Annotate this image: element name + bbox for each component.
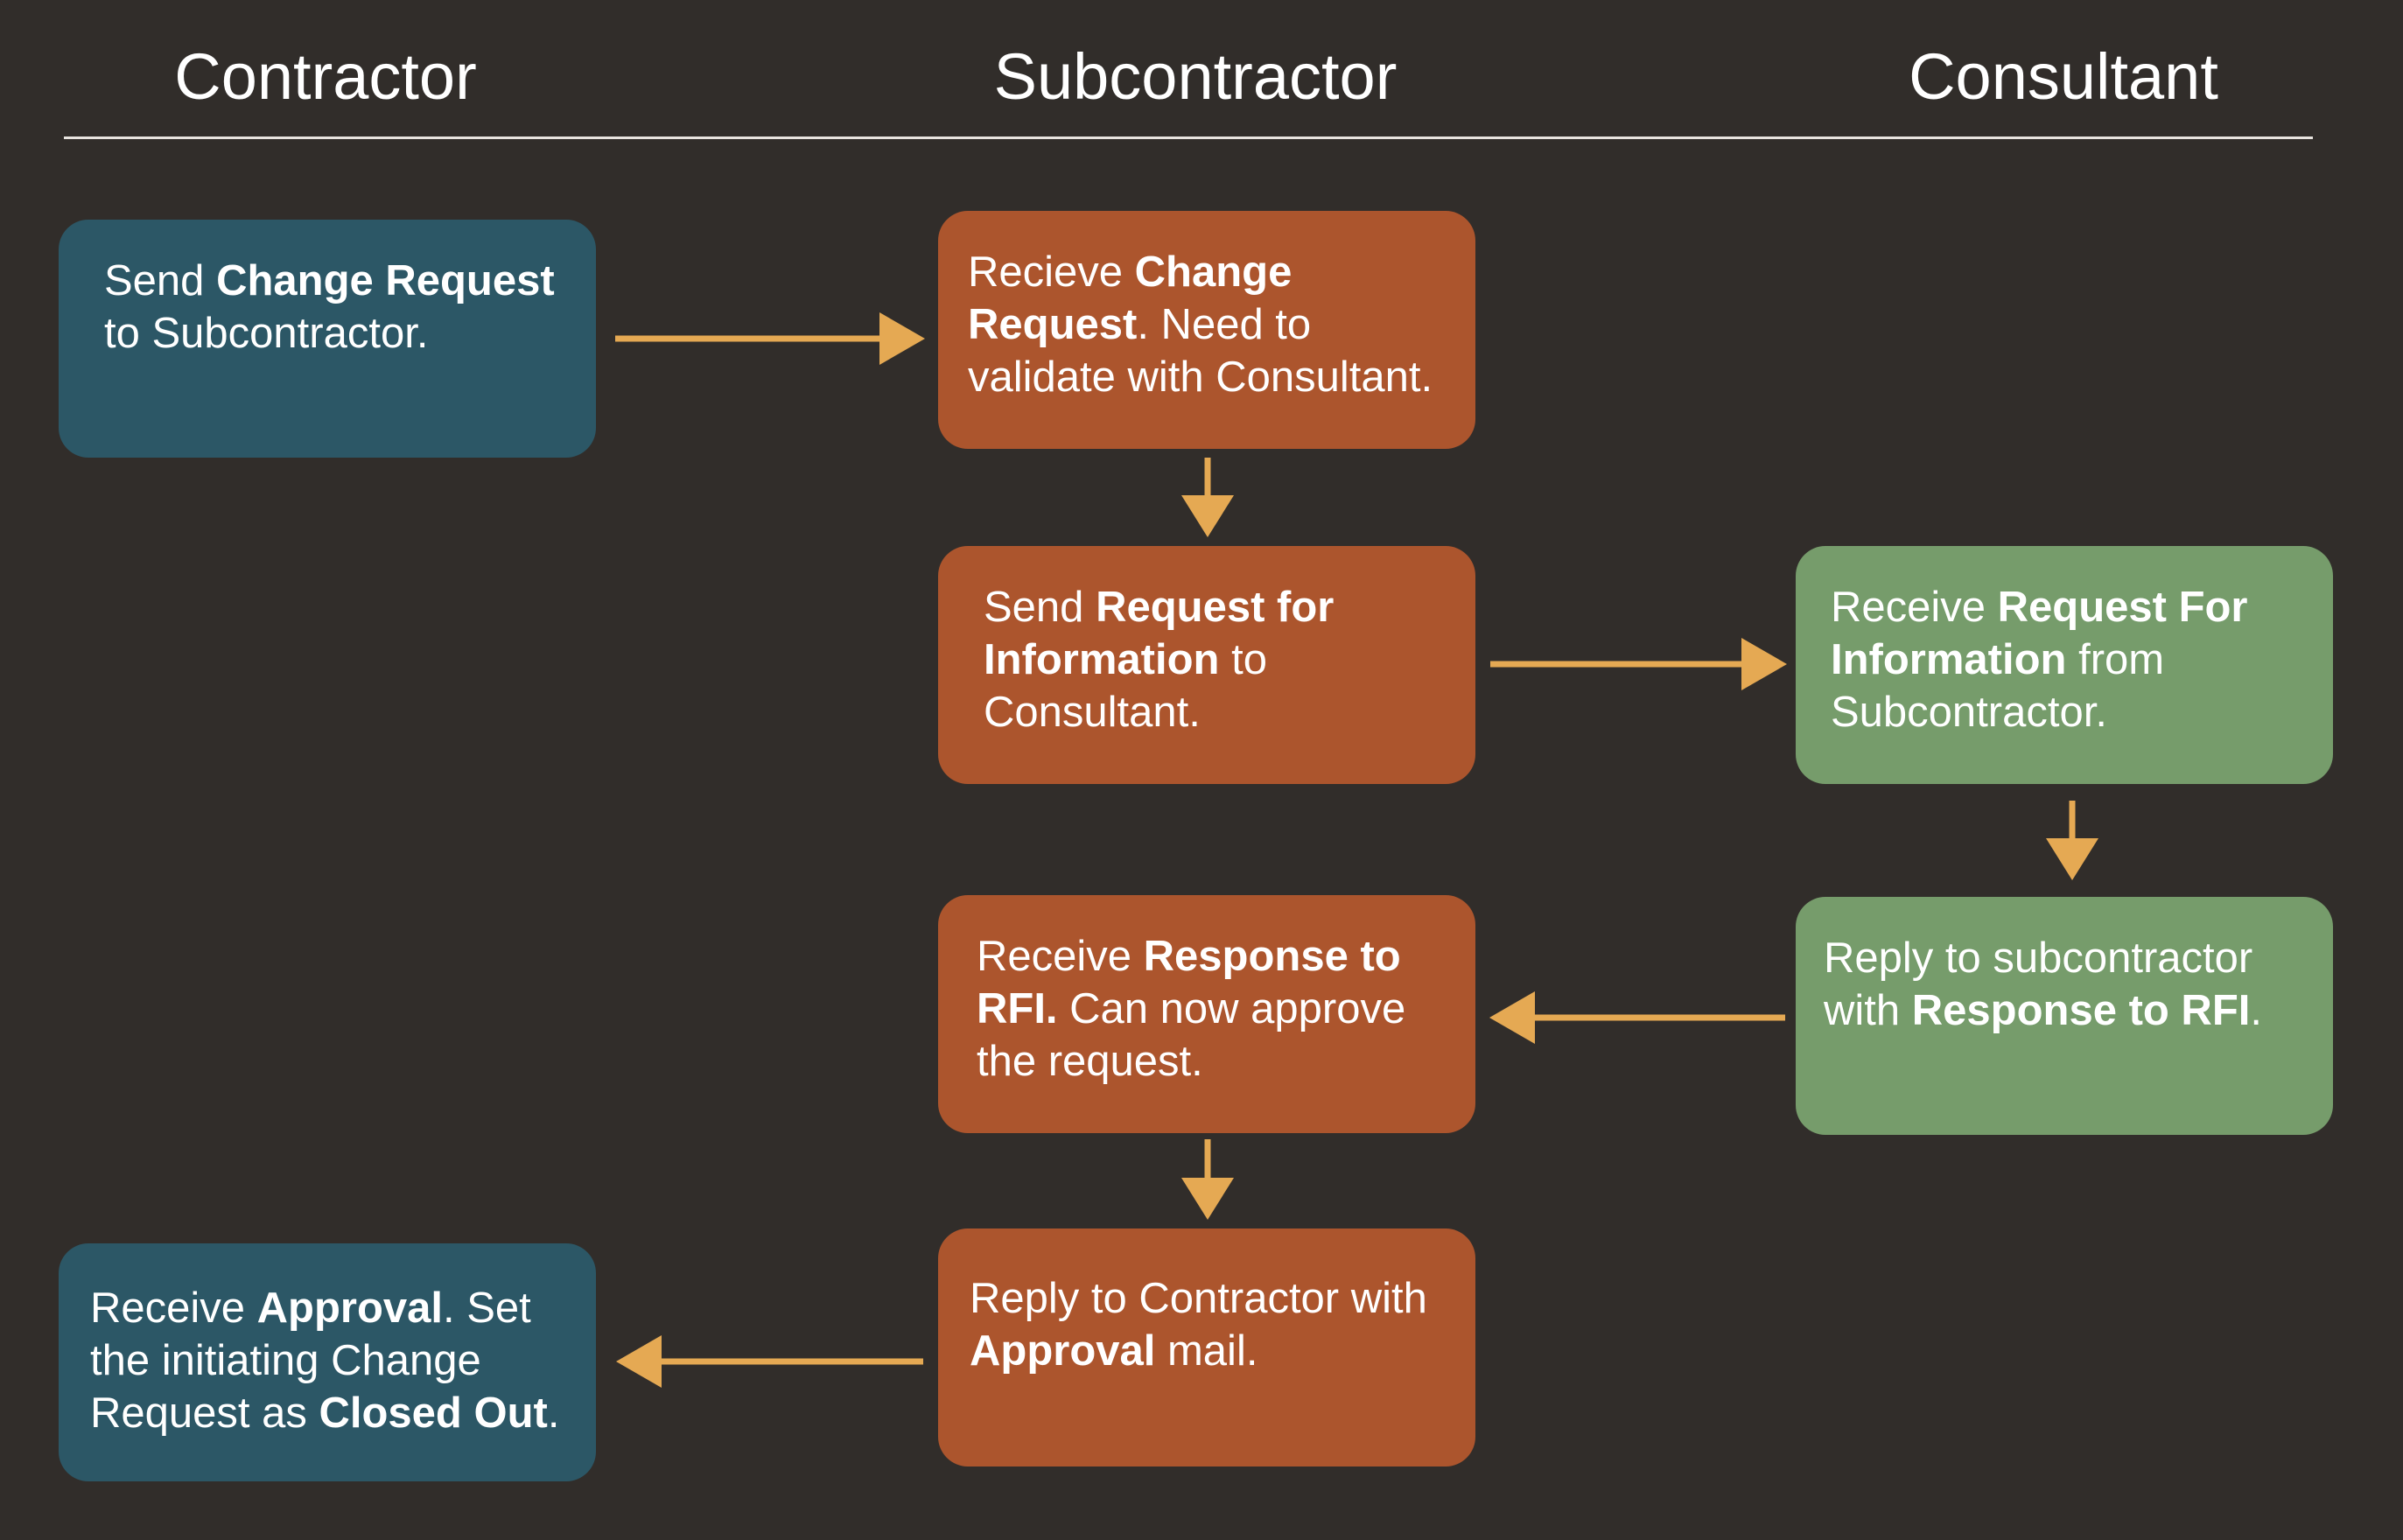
arrow-send-change-request [615, 312, 925, 365]
arrow-consultant-down [2046, 801, 2098, 880]
step-text: Send Change Request to Subcontractor. [104, 257, 555, 357]
lane-title-consultant: Consultant [1909, 40, 2218, 113]
lane-title-contractor: Contractor [174, 40, 477, 113]
step-receive-approval: Receive Approval. Set the initiating Cha… [59, 1243, 596, 1481]
step-text: Reply to Contractor with Approval mail. [970, 1275, 1427, 1375]
header-divider [64, 136, 2313, 139]
arrow-validate-down [1181, 458, 1234, 537]
arrow-approve-down [1181, 1139, 1234, 1220]
step-text: Receive Response to RFI. Can now approve… [977, 933, 1406, 1085]
step-reply-with-approval: Reply to Contractor with Approval mail. [938, 1228, 1475, 1466]
arrow-send-rfi [1490, 638, 1787, 690]
step-text: Send Request for Information to Consulta… [984, 584, 1335, 736]
step-receive-change-request: Recieve Change Request. Need to validate… [938, 211, 1475, 449]
step-text: Reply to subcontractor with Response to … [1824, 934, 2262, 1034]
arrow-response-to-rfi [1489, 991, 1785, 1044]
step-text: Receive Request For Information from Sub… [1831, 584, 2248, 736]
lane-title-subcontractor: Subcontractor [993, 40, 1398, 113]
arrow-approval-mail [616, 1335, 923, 1388]
step-receive-rfi: Receive Request For Information from Sub… [1796, 546, 2333, 784]
step-reply-response-to-rfi: Reply to subcontractor with Response to … [1796, 897, 2333, 1135]
step-send-rfi: Send Request for Information to Consulta… [938, 546, 1475, 784]
step-text: Receive Approval. Set the initiating Cha… [90, 1284, 560, 1437]
step-receive-response-to-rfi: Receive Response to RFI. Can now approve… [938, 895, 1475, 1133]
step-send-change-request: Send Change Request to Subcontractor. [59, 220, 596, 458]
step-text: Recieve Change Request. Need to validate… [968, 248, 1433, 401]
